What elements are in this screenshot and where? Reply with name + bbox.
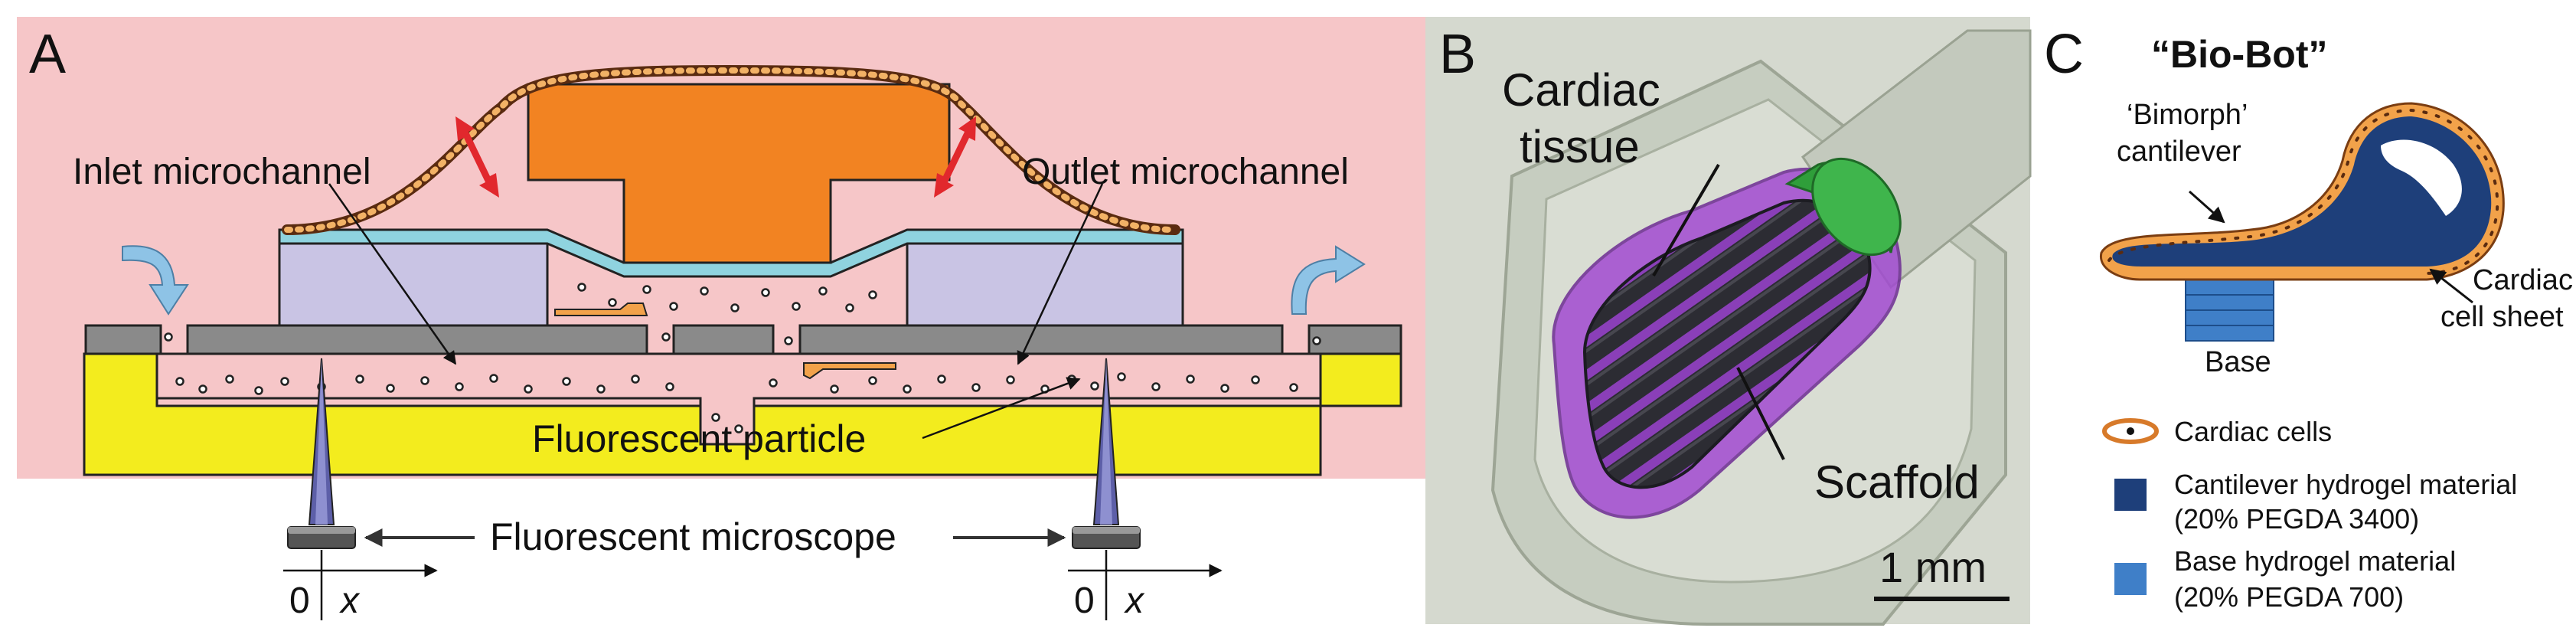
- red-arrow-right: [934, 116, 976, 198]
- base-label: Base: [2205, 346, 2271, 378]
- panel-a: A Inlet microchannel Outlet microchannel…: [17, 17, 1425, 621]
- tissue-label-line2: tissue: [1520, 121, 1640, 172]
- panel-c-letter: C: [2044, 24, 2084, 85]
- cantilever-flap-right: [803, 362, 896, 380]
- panel-b-letter: B: [1439, 24, 1476, 85]
- bimorph-leader: [2189, 190, 2225, 224]
- plate-outlet: [798, 324, 1284, 355]
- outlet-flow-arrow: [1291, 245, 1366, 315]
- cantilever-flap-left: [554, 303, 648, 316]
- axis-left: [283, 550, 438, 620]
- legend-sub-base: (20% PEGDA 700): [2174, 581, 2404, 613]
- legend-item-cells: Cardiac cells: [2102, 416, 2332, 447]
- legend: Cardiac cells Cantilever hydrogel materi…: [2102, 416, 2517, 613]
- legend-item-cantilever: Cantilever hydrogel material (20% PEGDA …: [2114, 469, 2517, 535]
- base-swatch: [2114, 563, 2147, 595]
- microchannel-pink: [155, 352, 1322, 446]
- plate-inlet: [186, 324, 648, 355]
- plate-left-edge: [84, 324, 162, 355]
- cantilever-hook-inner: [2381, 139, 2462, 216]
- legend-label-base: Base hydrogel material: [2174, 545, 2456, 577]
- orange-post: [527, 83, 951, 264]
- axis-x-left: x: [339, 580, 361, 621]
- inlet-leader: [328, 183, 457, 365]
- chamber-right: [906, 242, 1184, 327]
- scaffold-leader: [1736, 367, 1785, 460]
- cell-sheet-label-line1: Cardiac: [2473, 264, 2573, 296]
- inlet-flow-arrow: [122, 245, 189, 316]
- panel-b: B Cardiac tissue Scaffold 1 mm: [1425, 17, 2032, 626]
- inlet-label: Inlet microchannel: [73, 152, 371, 192]
- particles: [164, 283, 1321, 433]
- cell-sheet-dots: [284, 67, 1178, 233]
- plate-right-edge: [1308, 324, 1402, 355]
- cell-sheet-leader: [2429, 268, 2473, 304]
- axis-right: [1068, 550, 1223, 620]
- bimorph-label-line1: ‘Bimorph’: [2127, 99, 2248, 131]
- legend-sub-cantilever: (20% PEGDA 3400): [2174, 503, 2419, 535]
- outlet-leader: [1017, 183, 1104, 365]
- microscope-label: Fluorescent microscope: [490, 515, 896, 558]
- tissue-leader: [1652, 163, 1720, 277]
- panel-c: C “Bio-Bot” ‘Bimorph’ cantilever Cardiac…: [2044, 24, 2573, 613]
- cantilever-swatch: [2114, 479, 2147, 511]
- scaffold-label: Scaffold: [1814, 456, 1980, 508]
- microscope-right: [1072, 358, 1141, 549]
- microscope-left: [287, 358, 356, 549]
- bimorph-label-line2: cantilever: [2117, 136, 2241, 168]
- axis-zero-right: 0: [1074, 580, 1095, 621]
- cell-sheet-label-line2: cell sheet: [2441, 301, 2564, 333]
- outlet-label: Outlet microchannel: [1022, 152, 1349, 192]
- tissue-label-line1: Cardiac: [1502, 64, 1660, 116]
- red-arrow-left: [455, 116, 499, 198]
- panel-a-letter: A: [29, 24, 66, 85]
- bio-bot-title: “Bio-Bot”: [2151, 33, 2328, 76]
- plate-middle: [672, 324, 775, 355]
- green-cap-ring: [1811, 157, 1902, 257]
- particle-label: Fluorescent particle: [532, 417, 866, 460]
- legend-item-base: Base hydrogel material (20% PEGDA 700): [2114, 545, 2456, 613]
- legend-label-cells: Cardiac cells: [2174, 416, 2332, 447]
- axis-x-right: x: [1124, 580, 1145, 621]
- particle-leader: [922, 377, 1081, 440]
- legend-label-cantilever: Cantilever hydrogel material: [2174, 469, 2517, 500]
- scale-label: 1 mm: [1879, 543, 1987, 591]
- axis-zero-left: 0: [289, 580, 310, 621]
- chamber-left: [278, 242, 549, 327]
